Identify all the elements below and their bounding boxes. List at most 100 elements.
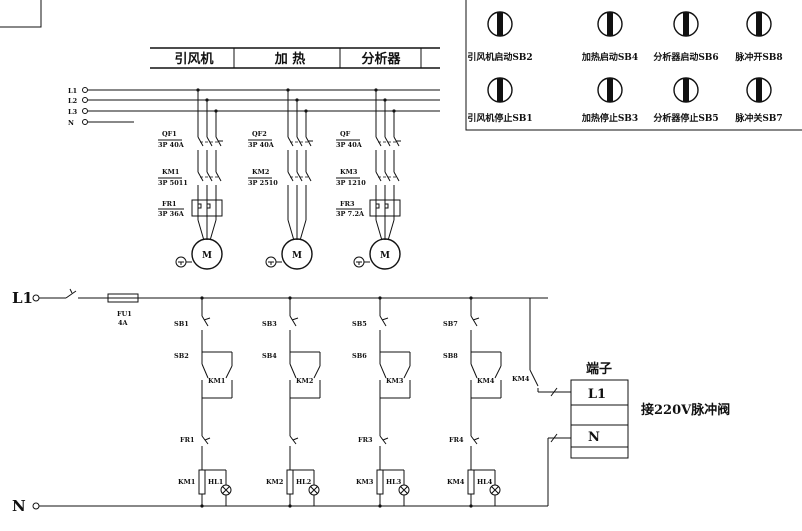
km-contact — [215, 171, 222, 182]
fr-mark — [204, 437, 211, 441]
km-spec: 3P 1210 — [336, 179, 366, 187]
lamp-cross — [400, 486, 408, 494]
qf-contact — [296, 136, 303, 147]
aux-contact — [403, 365, 411, 379]
start-contact — [470, 363, 478, 379]
coil-label: KM2 — [266, 478, 283, 486]
stop-mark — [381, 317, 389, 321]
km-contact — [305, 171, 312, 182]
motor-circle — [191, 238, 223, 270]
stop-label: SB7 — [443, 320, 458, 328]
motor-lead — [375, 219, 383, 241]
n-junction — [200, 504, 204, 508]
panel-label-2: 分析器启动SB6 — [653, 51, 718, 63]
stop-label: SB3 — [262, 320, 277, 328]
n-junction — [288, 504, 292, 508]
panel-btn-2 — [673, 11, 699, 37]
fr-spec: 3P 7.2A — [336, 210, 365, 218]
stop-mark — [203, 317, 211, 321]
panel-btn-5 — [597, 77, 623, 103]
km-contact — [206, 171, 213, 182]
bus-label-l3: L3 — [68, 108, 78, 116]
control-l1-label: L1 — [12, 289, 33, 307]
coil — [286, 469, 294, 495]
bus-label-l1: L1 — [68, 87, 77, 95]
km-contact — [384, 171, 391, 182]
km-spec: 3P 5011 — [158, 179, 188, 187]
panel-label-0: 引风机启动SB2 — [467, 51, 532, 63]
qf-contact — [197, 136, 204, 147]
qf-label: QF1 — [162, 130, 177, 138]
fr-mark — [292, 437, 299, 441]
stop-label: SB1 — [174, 320, 189, 328]
km-spec: 3P 2510 — [248, 179, 278, 187]
control-n-label: N — [12, 497, 26, 515]
qf-label: QF2 — [252, 130, 267, 138]
panel-btn-0 — [487, 11, 513, 37]
aux-contact — [225, 365, 233, 379]
fr-label: FR1 — [162, 200, 177, 208]
fr-label: FR1 — [180, 436, 195, 444]
qf-contact — [287, 136, 294, 147]
km-label: KM3 — [340, 168, 358, 176]
aux-label: KM3 — [386, 377, 404, 385]
start-label: SB4 — [262, 352, 277, 360]
coil — [198, 469, 206, 495]
qf-contact — [206, 136, 213, 147]
aux-label: KM2 — [296, 377, 313, 385]
lamp-cross — [222, 486, 230, 494]
stop-contact — [289, 315, 297, 327]
coil-label: KM1 — [178, 478, 195, 486]
lamp-cross — [310, 486, 318, 494]
lamp-label: HL4 — [477, 478, 493, 486]
control-circuit — [32, 288, 571, 510]
fr-label: FR3 — [358, 436, 373, 444]
stop-label: SB5 — [352, 320, 367, 328]
qf-label: QF — [340, 130, 351, 138]
fr-spec: 3P 36A — [158, 210, 185, 218]
start-label: SB8 — [443, 352, 458, 360]
header-col-analyzer: 分析器 — [361, 51, 401, 67]
qf-contact — [375, 136, 382, 147]
motor-lead — [287, 219, 295, 241]
start-contact — [201, 363, 209, 379]
fr-element — [376, 203, 389, 209]
header-col-fan: 引风机 — [174, 51, 213, 67]
terminal-note: 接220V脉冲阀 — [641, 402, 730, 418]
panel-btn-6 — [673, 77, 699, 103]
km4-contact-label: KM4 — [512, 375, 530, 383]
aux-label: KM4 — [477, 377, 495, 385]
stop-mark — [472, 317, 480, 321]
terminal-n: N — [588, 430, 600, 445]
fr-mark — [382, 437, 389, 441]
motor-lead — [197, 219, 205, 241]
power-buses — [82, 87, 440, 125]
n-junction — [469, 504, 473, 508]
km-contact — [287, 171, 294, 182]
stop-contact — [201, 315, 209, 327]
lamp-cross — [491, 486, 499, 494]
motor-label: M — [380, 251, 390, 261]
panel-label-4: 引风机停止SB1 — [467, 112, 532, 124]
coil-label: KM3 — [356, 478, 374, 486]
qf-spec: 3P 40A — [336, 141, 363, 149]
coil — [467, 469, 475, 495]
panel-label-1: 加热启动SB4 — [581, 51, 638, 63]
coil-label: KM4 — [447, 478, 465, 486]
start-label: SB2 — [174, 352, 189, 360]
panel-label-6: 分析器停止SB5 — [653, 112, 718, 124]
terminal-block — [570, 379, 629, 459]
button-panel — [465, 0, 802, 131]
bus-label-l2: L2 — [68, 97, 77, 105]
panel-btn-1 — [597, 11, 623, 37]
fuse-spec: 4A — [118, 319, 129, 327]
km-label: KM2 — [252, 168, 269, 176]
fr-mark — [473, 437, 480, 441]
coil — [376, 469, 384, 495]
qf-contact — [384, 136, 391, 147]
